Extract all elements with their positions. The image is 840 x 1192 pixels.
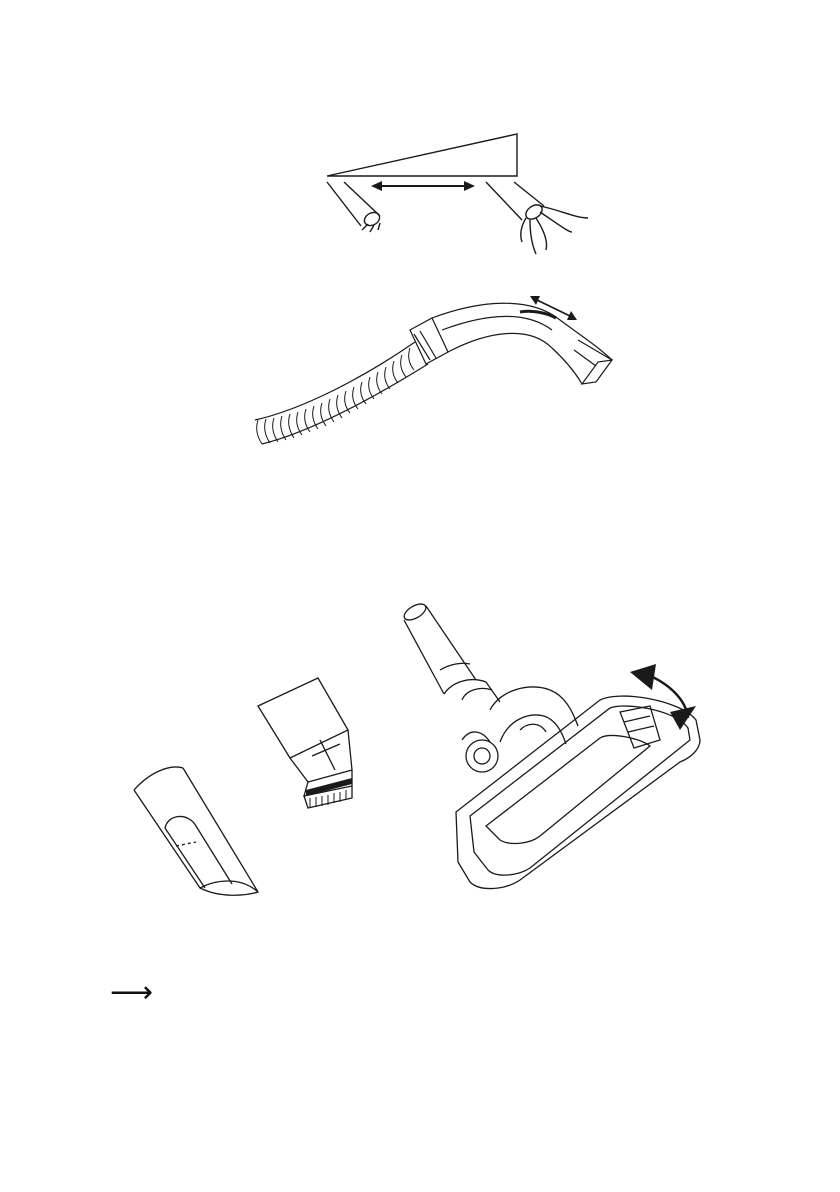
arrow-symbol: ⟶ bbox=[110, 978, 153, 1008]
